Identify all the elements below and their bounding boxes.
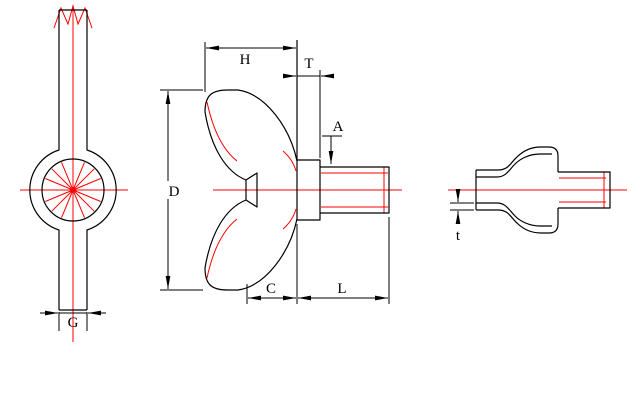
stub-thread-lines [559, 172, 606, 208]
side-view: H T A D C L [160, 40, 402, 304]
wing-root-arc-bottom [206, 218, 238, 279]
side-view-outline [204, 40, 390, 291]
front-view-red-details [20, 4, 128, 342]
shank-outline [320, 166, 390, 214]
dimension-label-t: t [456, 228, 461, 244]
wing-tip-crown-pattern [53, 4, 93, 29]
end-view: t [448, 146, 627, 244]
boss-outline [296, 40, 321, 221]
dimension-label-H: H [240, 52, 251, 68]
front-view-outline [29, 9, 117, 311]
dimension-G-extension-lines [58, 312, 88, 331]
dimension-label-T: T [304, 56, 313, 72]
dimension-label-D: D [169, 184, 180, 200]
wing-root-arc-top [206, 101, 238, 162]
front-inner-circle [41, 158, 105, 222]
wing-profile-outline [204, 89, 298, 291]
dimension-G-group [40, 310, 106, 331]
dimension-label-A: A [333, 119, 344, 135]
dimension-t-extension-lines [450, 202, 474, 211]
boss-fillet-arc-top [282, 150, 297, 172]
side-view-red-details [206, 101, 402, 279]
boss-fillet-arc-bottom [282, 208, 297, 230]
dimension-label-G: G [68, 315, 79, 331]
flange-outer-profile [475, 146, 611, 234]
dimension-label-C: C [266, 281, 276, 297]
flange-inner-profile [476, 153, 552, 227]
dimension-t-group [450, 189, 474, 224]
end-view-outline [475, 146, 611, 234]
end-view-red-details [448, 172, 627, 208]
wing-starburst-pattern [43, 160, 103, 220]
front-stem-and-bulge-outline [29, 9, 117, 311]
side-dimensions-group [160, 42, 390, 304]
thread-lines [321, 167, 388, 213]
side-extension-lines [160, 42, 390, 304]
front-view: G [20, 4, 128, 342]
hub-detail-outline [245, 172, 258, 208]
dimension-label-L: L [337, 281, 346, 297]
